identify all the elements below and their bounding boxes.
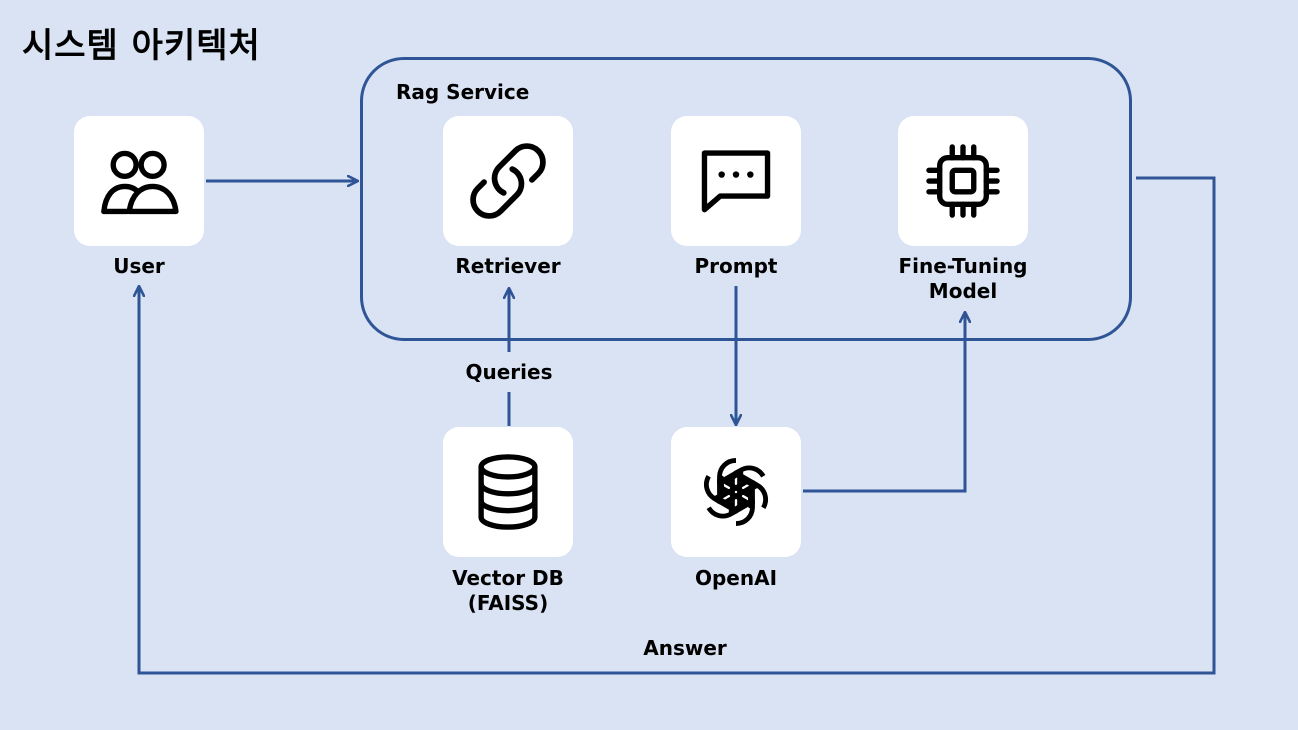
user-label: User: [113, 254, 165, 278]
vector-db-label: Vector DB (FAISS): [408, 566, 608, 616]
finetuning-model-node[interactable]: [898, 116, 1028, 246]
rag-service-label: Rag Service: [396, 80, 530, 104]
vector-db-label-line1: Vector DB: [452, 566, 564, 590]
vector-db-label-line2: (FAISS): [467, 591, 549, 615]
finetuning-label-line2: Model: [928, 279, 998, 303]
edge-service-to-user-answer: [139, 176, 1216, 675]
retriever-label: Retriever: [455, 254, 561, 278]
vector-db-node[interactable]: [443, 427, 573, 557]
chat-bubble-icon: [701, 150, 771, 213]
prompt-label: Prompt: [694, 254, 778, 278]
rag-service-container: [360, 57, 1132, 341]
edge-openai-to-finetuning: [803, 312, 965, 493]
openai-label: OpenAI: [694, 566, 778, 590]
finetuning-label-line1: Fine-Tuning: [898, 254, 1028, 278]
queries-edge-label: Queries: [465, 360, 553, 384]
retriever-node[interactable]: [443, 116, 573, 246]
database-icon: [478, 454, 538, 530]
link-icon: [470, 143, 546, 219]
prompt-node[interactable]: [671, 116, 801, 246]
chip-icon: [926, 144, 1000, 218]
openai-logo-icon: [693, 458, 779, 535]
finetuning-model-label: Fine-Tuning Model: [863, 254, 1063, 304]
users-icon: [101, 150, 179, 215]
answer-edge-label: Answer: [643, 636, 727, 660]
page-title: 시스템 아키텍처: [22, 26, 261, 66]
user-node[interactable]: [74, 116, 204, 246]
openai-node[interactable]: [671, 427, 801, 557]
